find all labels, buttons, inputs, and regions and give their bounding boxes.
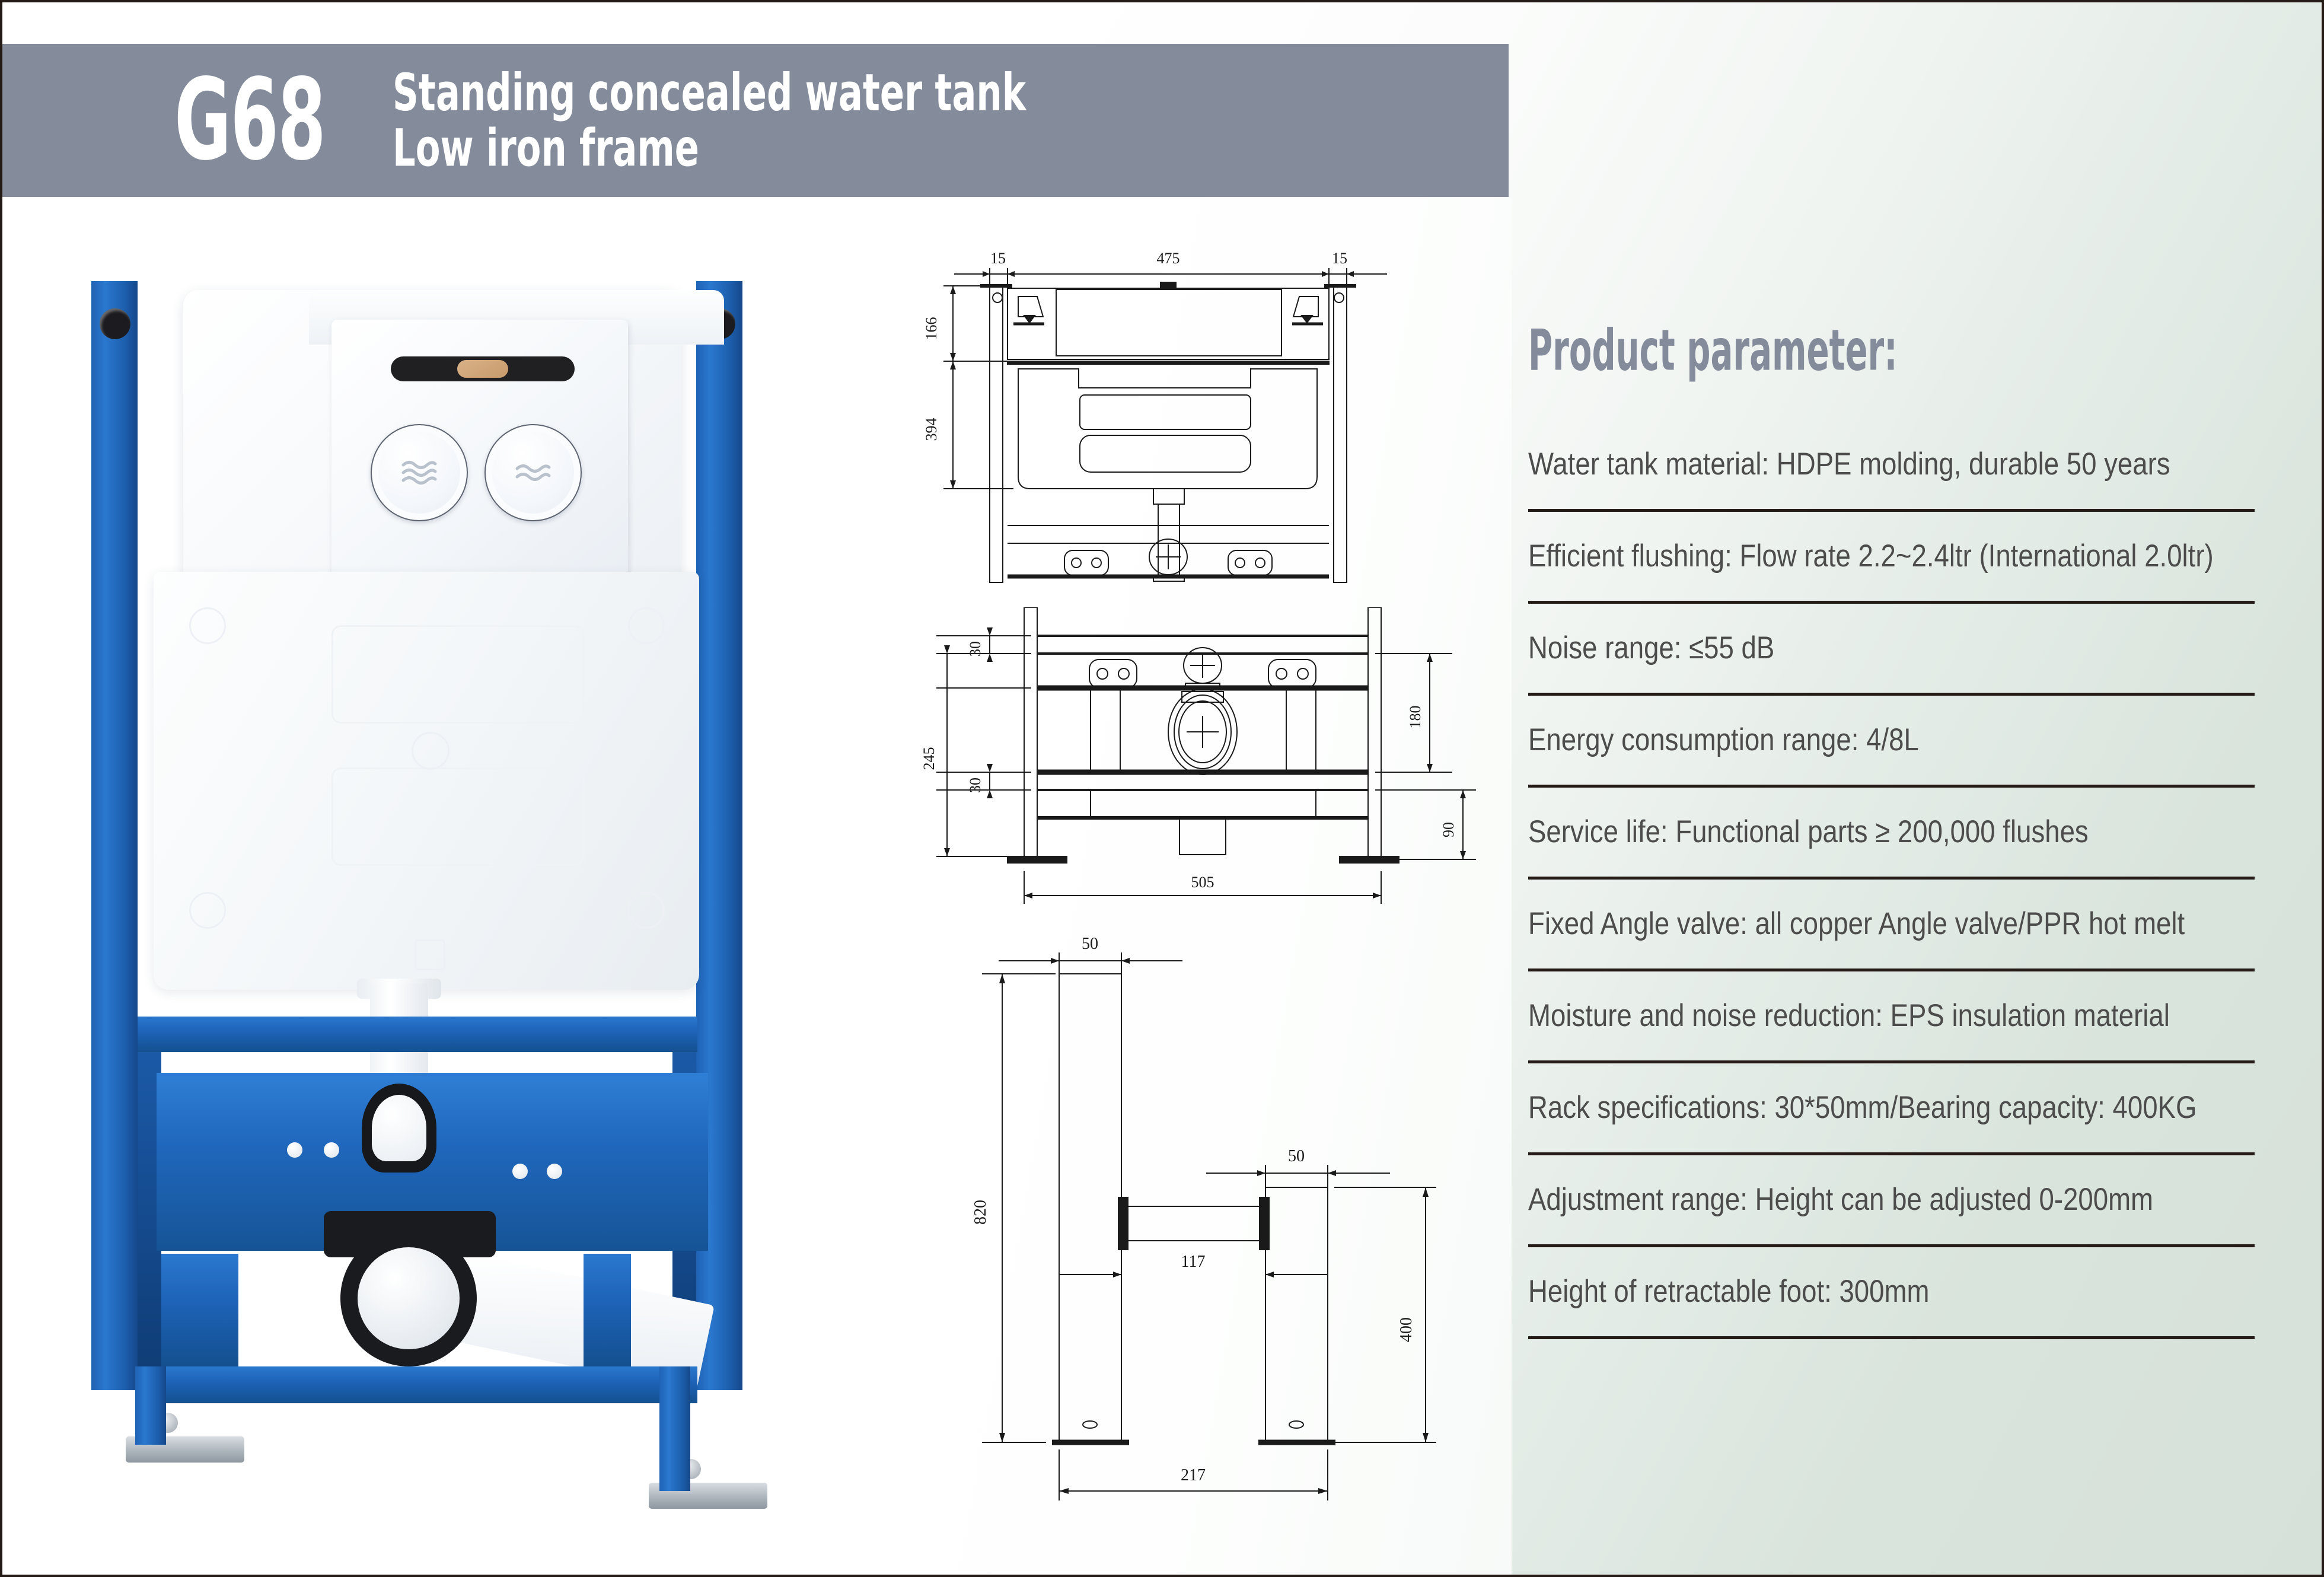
product-photo bbox=[91, 281, 880, 1521]
model-code: G68 bbox=[174, 55, 326, 186]
parameter-text: Water tank material: HDPE molding, durab… bbox=[1528, 446, 2170, 482]
svg-text:90: 90 bbox=[1440, 822, 1457, 837]
svg-text:166: 166 bbox=[923, 317, 940, 340]
tank-recycle-mark-icon bbox=[415, 939, 445, 970]
fixing-hole-3 bbox=[512, 1164, 528, 1179]
cistern-tank-upper bbox=[183, 290, 724, 705]
full-flush-button[interactable] bbox=[371, 424, 468, 521]
tank-dimple-center bbox=[412, 732, 450, 770]
tank-emboss-upper bbox=[331, 625, 584, 724]
svg-text:30: 30 bbox=[967, 641, 984, 657]
parameter-text: Rack specifications: 30*50mm/Bearing cap… bbox=[1528, 1089, 2197, 1125]
frame-leg-front-left bbox=[135, 1366, 166, 1445]
frame-rail-left bbox=[91, 281, 138, 1390]
parameter-row: Energy consumption range: 4/8L bbox=[1528, 696, 2255, 788]
parameter-text: Noise range: ≤55 dB bbox=[1528, 630, 1775, 665]
side-elevation-drawing: 50 820 50 117 400 217 bbox=[945, 928, 1479, 1556]
parameter-row: Noise range: ≤55 dB bbox=[1528, 604, 2255, 696]
frame-strut-right bbox=[584, 1254, 631, 1366]
svg-text:217: 217 bbox=[1181, 1466, 1206, 1484]
parameter-text: Adjustment range: Height can be adjusted… bbox=[1528, 1181, 2154, 1217]
svg-text:475: 475 bbox=[1157, 250, 1180, 267]
tank-dimple-tr bbox=[628, 607, 665, 644]
svg-text:400: 400 bbox=[1397, 1317, 1416, 1342]
parameter-row: Service life: Functional parts ≥ 200,000… bbox=[1528, 788, 2255, 880]
svg-text:30: 30 bbox=[967, 778, 984, 793]
product-title-line2: Low iron frame bbox=[392, 117, 699, 178]
flush-plate bbox=[331, 320, 628, 587]
parameter-row: Rack specifications: 30*50mm/Bearing cap… bbox=[1528, 1063, 2255, 1155]
front-view-svg: 15 475 15 166 394 bbox=[923, 250, 1387, 583]
parameter-row: Height of retractable foot: 300mm bbox=[1528, 1247, 2255, 1339]
wave-two-icon bbox=[515, 464, 551, 481]
svg-text:180: 180 bbox=[1407, 706, 1424, 729]
parameter-row: Fixed Angle valve: all copper Angle valv… bbox=[1528, 880, 2255, 971]
parameter-text: Service life: Functional parts ≥ 200,000… bbox=[1528, 814, 2089, 849]
tank-dimple-br bbox=[628, 892, 665, 929]
tank-emboss-lower bbox=[331, 767, 584, 866]
parameter-row: Water tank material: HDPE molding, durab… bbox=[1528, 420, 2255, 512]
product-title-line1: Standing concealed water tank bbox=[392, 62, 1026, 123]
frame-crossbar-lower bbox=[161, 1366, 697, 1403]
side-view-svg: 50 820 50 117 400 217 bbox=[971, 935, 1436, 1500]
front-view-lower-dimensions: 30 30 245 180 90 505 bbox=[919, 607, 1506, 951]
svg-text:50: 50 bbox=[1288, 1147, 1305, 1165]
half-flush-button[interactable] bbox=[484, 424, 582, 521]
tank-dimple-bl bbox=[189, 892, 226, 929]
parameter-row: Efficient flushing: Flow rate 2.2~2.4ltr… bbox=[1528, 512, 2255, 604]
wave-three-icon bbox=[401, 461, 437, 485]
inspection-slot bbox=[391, 356, 575, 381]
front-view-lower-svg: 30 30 245 180 90 505 bbox=[920, 607, 1476, 904]
rail-hole-left-icon bbox=[100, 308, 130, 339]
fixing-hole-4 bbox=[547, 1164, 562, 1179]
fixing-hole-2 bbox=[324, 1142, 339, 1158]
svg-text:50: 50 bbox=[1082, 935, 1098, 953]
angle-valve-port bbox=[362, 1084, 436, 1173]
frame-crossbar-upper bbox=[138, 1017, 697, 1052]
svg-text:394: 394 bbox=[923, 418, 940, 441]
parameters-heading: Product parameter: bbox=[1528, 318, 1898, 384]
parameter-text: Moisture and noise reduction: EPS insula… bbox=[1528, 998, 2170, 1033]
svg-text:15: 15 bbox=[990, 250, 1006, 267]
svg-text:15: 15 bbox=[1332, 250, 1347, 267]
svg-text:245: 245 bbox=[920, 747, 938, 770]
svg-text:820: 820 bbox=[971, 1200, 990, 1225]
parameter-row: Adjustment range: Height can be adjusted… bbox=[1528, 1155, 2255, 1247]
product-parameters-panel: Product parameter: Water tank material: … bbox=[1528, 323, 2255, 1339]
waste-outlet-pipe bbox=[340, 1230, 477, 1366]
parameter-text: Fixed Angle valve: all copper Angle valv… bbox=[1528, 906, 2185, 941]
parameter-text: Energy consumption range: 4/8L bbox=[1528, 722, 1919, 757]
frame-crossbar-mid bbox=[161, 1254, 238, 1366]
front-elevation-drawing: 15 475 15 166 394 bbox=[919, 240, 1488, 667]
header-bar: G68 Standing concealed water tank Low ir… bbox=[2, 44, 1509, 197]
parameter-text: Height of retractable foot: 300mm bbox=[1528, 1273, 1930, 1309]
parameter-row: Moisture and noise reduction: EPS insula… bbox=[1528, 971, 2255, 1063]
gold-insert bbox=[457, 360, 508, 378]
svg-text:117: 117 bbox=[1181, 1253, 1206, 1271]
cistern-tank-lower bbox=[154, 572, 699, 990]
fixing-hole-1 bbox=[287, 1142, 302, 1158]
parameter-text: Efficient flushing: Flow rate 2.2~2.4ltr… bbox=[1528, 538, 2214, 574]
tank-dimple-tl bbox=[189, 607, 226, 644]
product-title: Standing concealed water tank Low iron f… bbox=[393, 65, 1026, 176]
frame-leg-front-right bbox=[659, 1366, 690, 1491]
svg-text:505: 505 bbox=[1191, 874, 1214, 891]
